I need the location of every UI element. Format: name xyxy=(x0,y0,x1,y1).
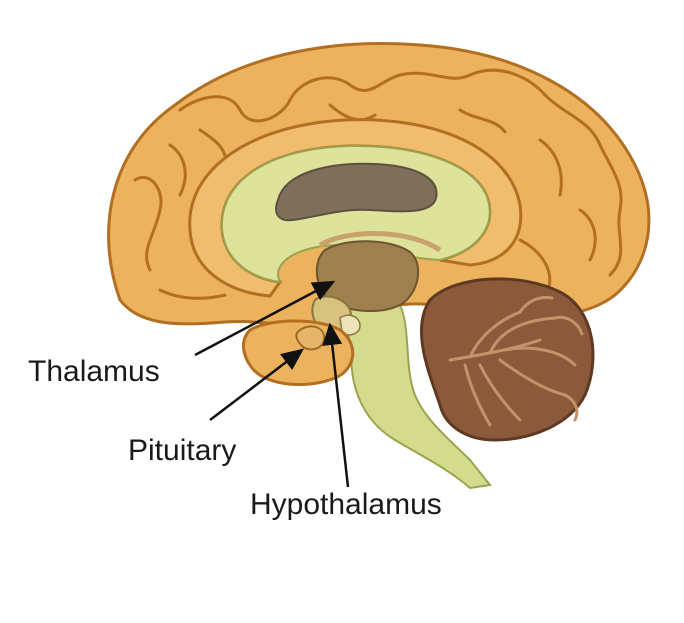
pituitary-arrow xyxy=(209,348,304,421)
hypothalamus-label: Hypothalamus xyxy=(250,488,442,521)
pituitary-label: Pituitary xyxy=(128,434,237,467)
arbor-vitae xyxy=(448,296,584,427)
pituitary-gland xyxy=(295,325,326,351)
brainstem xyxy=(346,293,492,490)
fornix xyxy=(318,231,442,253)
thalamus-label: Thalamus xyxy=(28,355,160,388)
thalamus-arrow xyxy=(194,280,336,357)
lateral-ventricle xyxy=(275,162,438,222)
hypothalamus-arrow xyxy=(322,322,350,488)
